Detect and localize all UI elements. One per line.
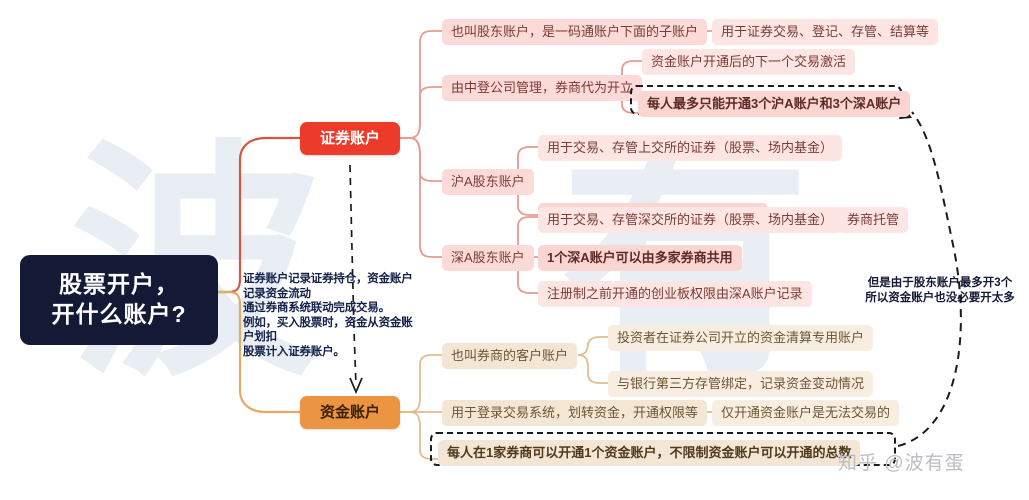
- securities-item-3-child-1-label: 用于交易、存管上交所的证券（股票、场内基金）: [547, 140, 834, 155]
- securities-item-2-child-2[interactable]: 每人最多只能开通3个沪A账户和3个深A账户: [638, 91, 911, 117]
- funds-item-2-child-1[interactable]: 仅开通资金账户是无法交易的: [712, 400, 900, 426]
- funds-item-1-child-2-label: 与银行第三方存管绑定，记录资金变动情况: [617, 376, 865, 391]
- funds-item-1-child-2[interactable]: 与银行第三方存管绑定，记录资金变动情况: [608, 371, 874, 397]
- securities-item-2[interactable]: 由中登公司管理，券商代为开立: [442, 75, 643, 101]
- root-node[interactable]: 股票开户， 开什么账户?: [20, 255, 218, 345]
- securities-item-1[interactable]: 也叫股东账户，是一码通账户下面的子账户: [442, 19, 708, 45]
- funds-item-1[interactable]: 也叫券商的客户账户: [442, 343, 578, 369]
- corner-watermark: 知乎 @波有蛋: [838, 453, 965, 474]
- securities-item-2-label: 由中登公司管理，券商代为开立: [451, 80, 634, 95]
- funds-item-2[interactable]: 用于登录交易系统，划转资金，开通权限等: [442, 400, 708, 426]
- funds-item-1-child-1-label: 投资者在证券公司开立的资金清算专用账户: [617, 330, 865, 345]
- securities-item-2-child-1[interactable]: 资金账户开通后的下一个交易激活: [642, 49, 856, 75]
- securities-item-4-child-2[interactable]: 1个深A账户可以由多家券商共用: [538, 245, 742, 271]
- securities-item-4-child-1-tail[interactable]: 券商托管: [838, 207, 909, 233]
- funds-item-2-child-1-label: 仅开通资金账户是无法交易的: [721, 405, 891, 420]
- securities-item-4-child-1-label: 用于交易、存管深交所的证券（股票、场内基金）: [547, 212, 834, 227]
- branch-hub-funds[interactable]: 资金账户: [300, 396, 400, 429]
- funds-item-3[interactable]: 每人在1家券商可以开通1个资金账户，不限制资金账户可以开通的总数: [438, 440, 861, 466]
- securities-item-4[interactable]: 深A股东账户: [442, 245, 534, 271]
- funds-item-1-label: 也叫券商的客户账户: [451, 348, 569, 363]
- funds-item-3-label: 每人在1家券商可以开通1个资金账户，不限制资金账户可以开通的总数: [447, 445, 852, 460]
- securities-item-3-label: 沪A股东账户: [451, 174, 525, 189]
- securities-item-4-label: 深A股东账户: [451, 250, 525, 265]
- securities-item-4-child-3[interactable]: 注册制之前开通的创业板权限由深A账户记录: [538, 281, 812, 307]
- securities-item-4-child-1[interactable]: 用于交易、存管深交所的证券（股票、场内基金）: [538, 207, 843, 233]
- securities-item-2-child-1-label: 资金账户开通后的下一个交易激活: [651, 54, 847, 69]
- branch-hub-securities-label: 证券账户: [319, 130, 380, 147]
- securities-item-1-child-1[interactable]: 用于证券交易、登记、存管、结算等: [712, 19, 939, 45]
- securities-item-4-child-1-tail-label: 券商托管: [847, 212, 900, 227]
- right-side-annotation: 但是由于股东账户最多开3个 所以资金账户也没必要开太多: [865, 277, 1015, 304]
- funds-item-2-label: 用于登录交易系统，划转资金，开通权限等: [451, 405, 699, 420]
- branch-hub-securities[interactable]: 证券账户: [300, 122, 400, 155]
- securities-item-1-child-1-label: 用于证券交易、登记、存管、结算等: [721, 24, 930, 39]
- center-explanation-note: 证券账户记录证券持仓，资金账户记录资金流动 通过券商系统联动完成交易。 例如，买…: [243, 273, 413, 358]
- securities-item-1-label: 也叫股东账户，是一码通账户下面的子账户: [451, 24, 699, 39]
- securities-item-4-child-3-label: 注册制之前开通的创业板权限由深A账户记录: [547, 286, 803, 301]
- branch-hub-funds-label: 资金账户: [319, 404, 380, 421]
- securities-item-3[interactable]: 沪A股东账户: [442, 169, 534, 195]
- funds-item-1-child-1[interactable]: 投资者在证券公司开立的资金清算专用账户: [608, 325, 874, 351]
- securities-item-4-child-2-label: 1个深A账户可以由多家券商共用: [547, 250, 733, 265]
- securities-item-2-child-2-label: 每人最多只能开通3个沪A账户和3个深A账户: [647, 96, 902, 111]
- securities-item-3-child-1[interactable]: 用于交易、存管上交所的证券（股票、场内基金）: [538, 135, 843, 161]
- root-title-line2: 开什么账户?: [51, 301, 187, 327]
- root-title-line1: 股票开户，: [59, 271, 179, 297]
